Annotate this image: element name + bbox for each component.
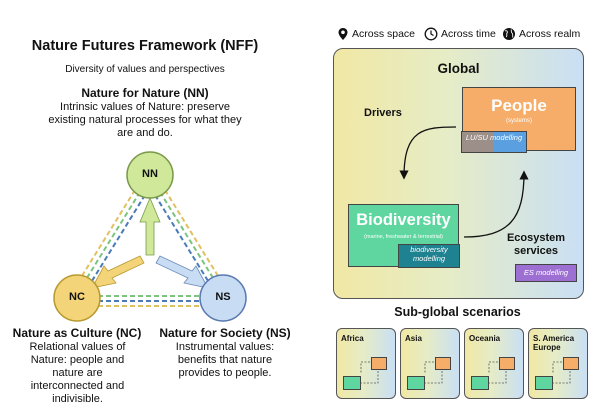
mini-people-box xyxy=(563,357,579,370)
ecosystem-services-arrow xyxy=(463,170,529,238)
legend-label: Across space xyxy=(352,28,416,40)
framework-title: Nature Futures Framework (NFF) xyxy=(31,38,259,54)
lusu-split-fill xyxy=(462,132,526,152)
globe-icon xyxy=(503,28,515,40)
lusu-modelling-box: LU/SU modelling xyxy=(461,131,527,153)
region-panel-oceania: Oceania xyxy=(464,328,524,399)
mini-flow-arrows xyxy=(552,361,571,384)
region-label: Oceania xyxy=(469,334,501,343)
nn-ns-connector xyxy=(154,189,224,290)
legend-label: Across time xyxy=(441,28,496,40)
people-subtitle: (systems) xyxy=(506,118,532,124)
mini-flow-arrows xyxy=(488,361,507,384)
global-panel: Global Drivers People (systems) LU/SU mo… xyxy=(333,48,584,299)
ns-node xyxy=(199,274,247,322)
subglobal-title: Sub-global scenarios xyxy=(394,305,521,319)
region-panel-africa: Africa xyxy=(336,328,396,399)
mini-flow-arrows xyxy=(360,361,379,384)
lusu-modelling-label: LU/SU modelling xyxy=(465,133,523,142)
nn-nc-connector xyxy=(76,189,146,290)
region-label: Asia xyxy=(405,334,422,343)
people-title: People xyxy=(491,96,547,115)
biodiversity-modelling-box: biodiversity modelling xyxy=(398,244,460,268)
biodiversity-box: Biodiversity (marine, freshwater & terre… xyxy=(348,204,459,267)
framework-subtitle: Diversity of values and perspectives xyxy=(65,64,225,75)
nn-node xyxy=(126,151,174,199)
clock-icon xyxy=(424,27,438,41)
mini-people-box xyxy=(371,357,387,370)
location-pin-icon xyxy=(338,28,348,40)
arrow-to-nc xyxy=(91,255,145,289)
mini-people-box xyxy=(499,357,515,370)
mini-flow-arrows xyxy=(424,361,443,384)
drivers-arrow xyxy=(399,126,457,180)
nc-node xyxy=(53,274,101,322)
region-panel-asia: Asia xyxy=(400,328,460,399)
global-title: Global xyxy=(437,61,480,76)
region-label: Africa xyxy=(341,334,364,343)
biodiversity-subtitle: (marine, freshwater & terrestrial) xyxy=(364,234,443,240)
es-modelling-box: ES modelling xyxy=(515,264,577,282)
nc-ns-connector xyxy=(98,295,200,307)
legend-across-realm: Across realm xyxy=(502,27,580,41)
nc-description: Relational values of Nature: people and … xyxy=(29,341,126,405)
nn-title: Nature for Nature (NN) xyxy=(81,86,209,100)
legend-label: Across realm xyxy=(519,28,581,40)
nn-description: Intrinsic values of Nature: preserve exi… xyxy=(48,101,242,139)
nc-title: Nature as Culture (NC) xyxy=(12,326,142,340)
legend-across-space: Across space xyxy=(337,27,415,41)
flow-arrows xyxy=(399,126,529,238)
ecosystem-services-label: Ecosystem services xyxy=(506,232,566,257)
region-label: S. America Europe xyxy=(533,334,575,352)
nff-triangle-diagram xyxy=(53,151,247,322)
ns-node-label: NS xyxy=(215,291,231,303)
ns-description: Instrumental values: benefits that natur… xyxy=(175,341,275,379)
arrow-to-ns xyxy=(155,255,209,289)
nc-node-label: NC xyxy=(69,291,85,303)
nn-node-label: NN xyxy=(142,168,158,180)
region-panel-s-america-europe: S. America Europe xyxy=(528,328,588,399)
mini-people-box xyxy=(435,357,451,370)
arrow-to-nn xyxy=(139,196,161,256)
ns-title: Nature for Society (NS) xyxy=(159,326,291,340)
drivers-label: Drivers xyxy=(364,107,402,119)
biodiversity-title: Biodiversity xyxy=(356,211,451,229)
legend-across-time: Across time xyxy=(424,27,496,41)
